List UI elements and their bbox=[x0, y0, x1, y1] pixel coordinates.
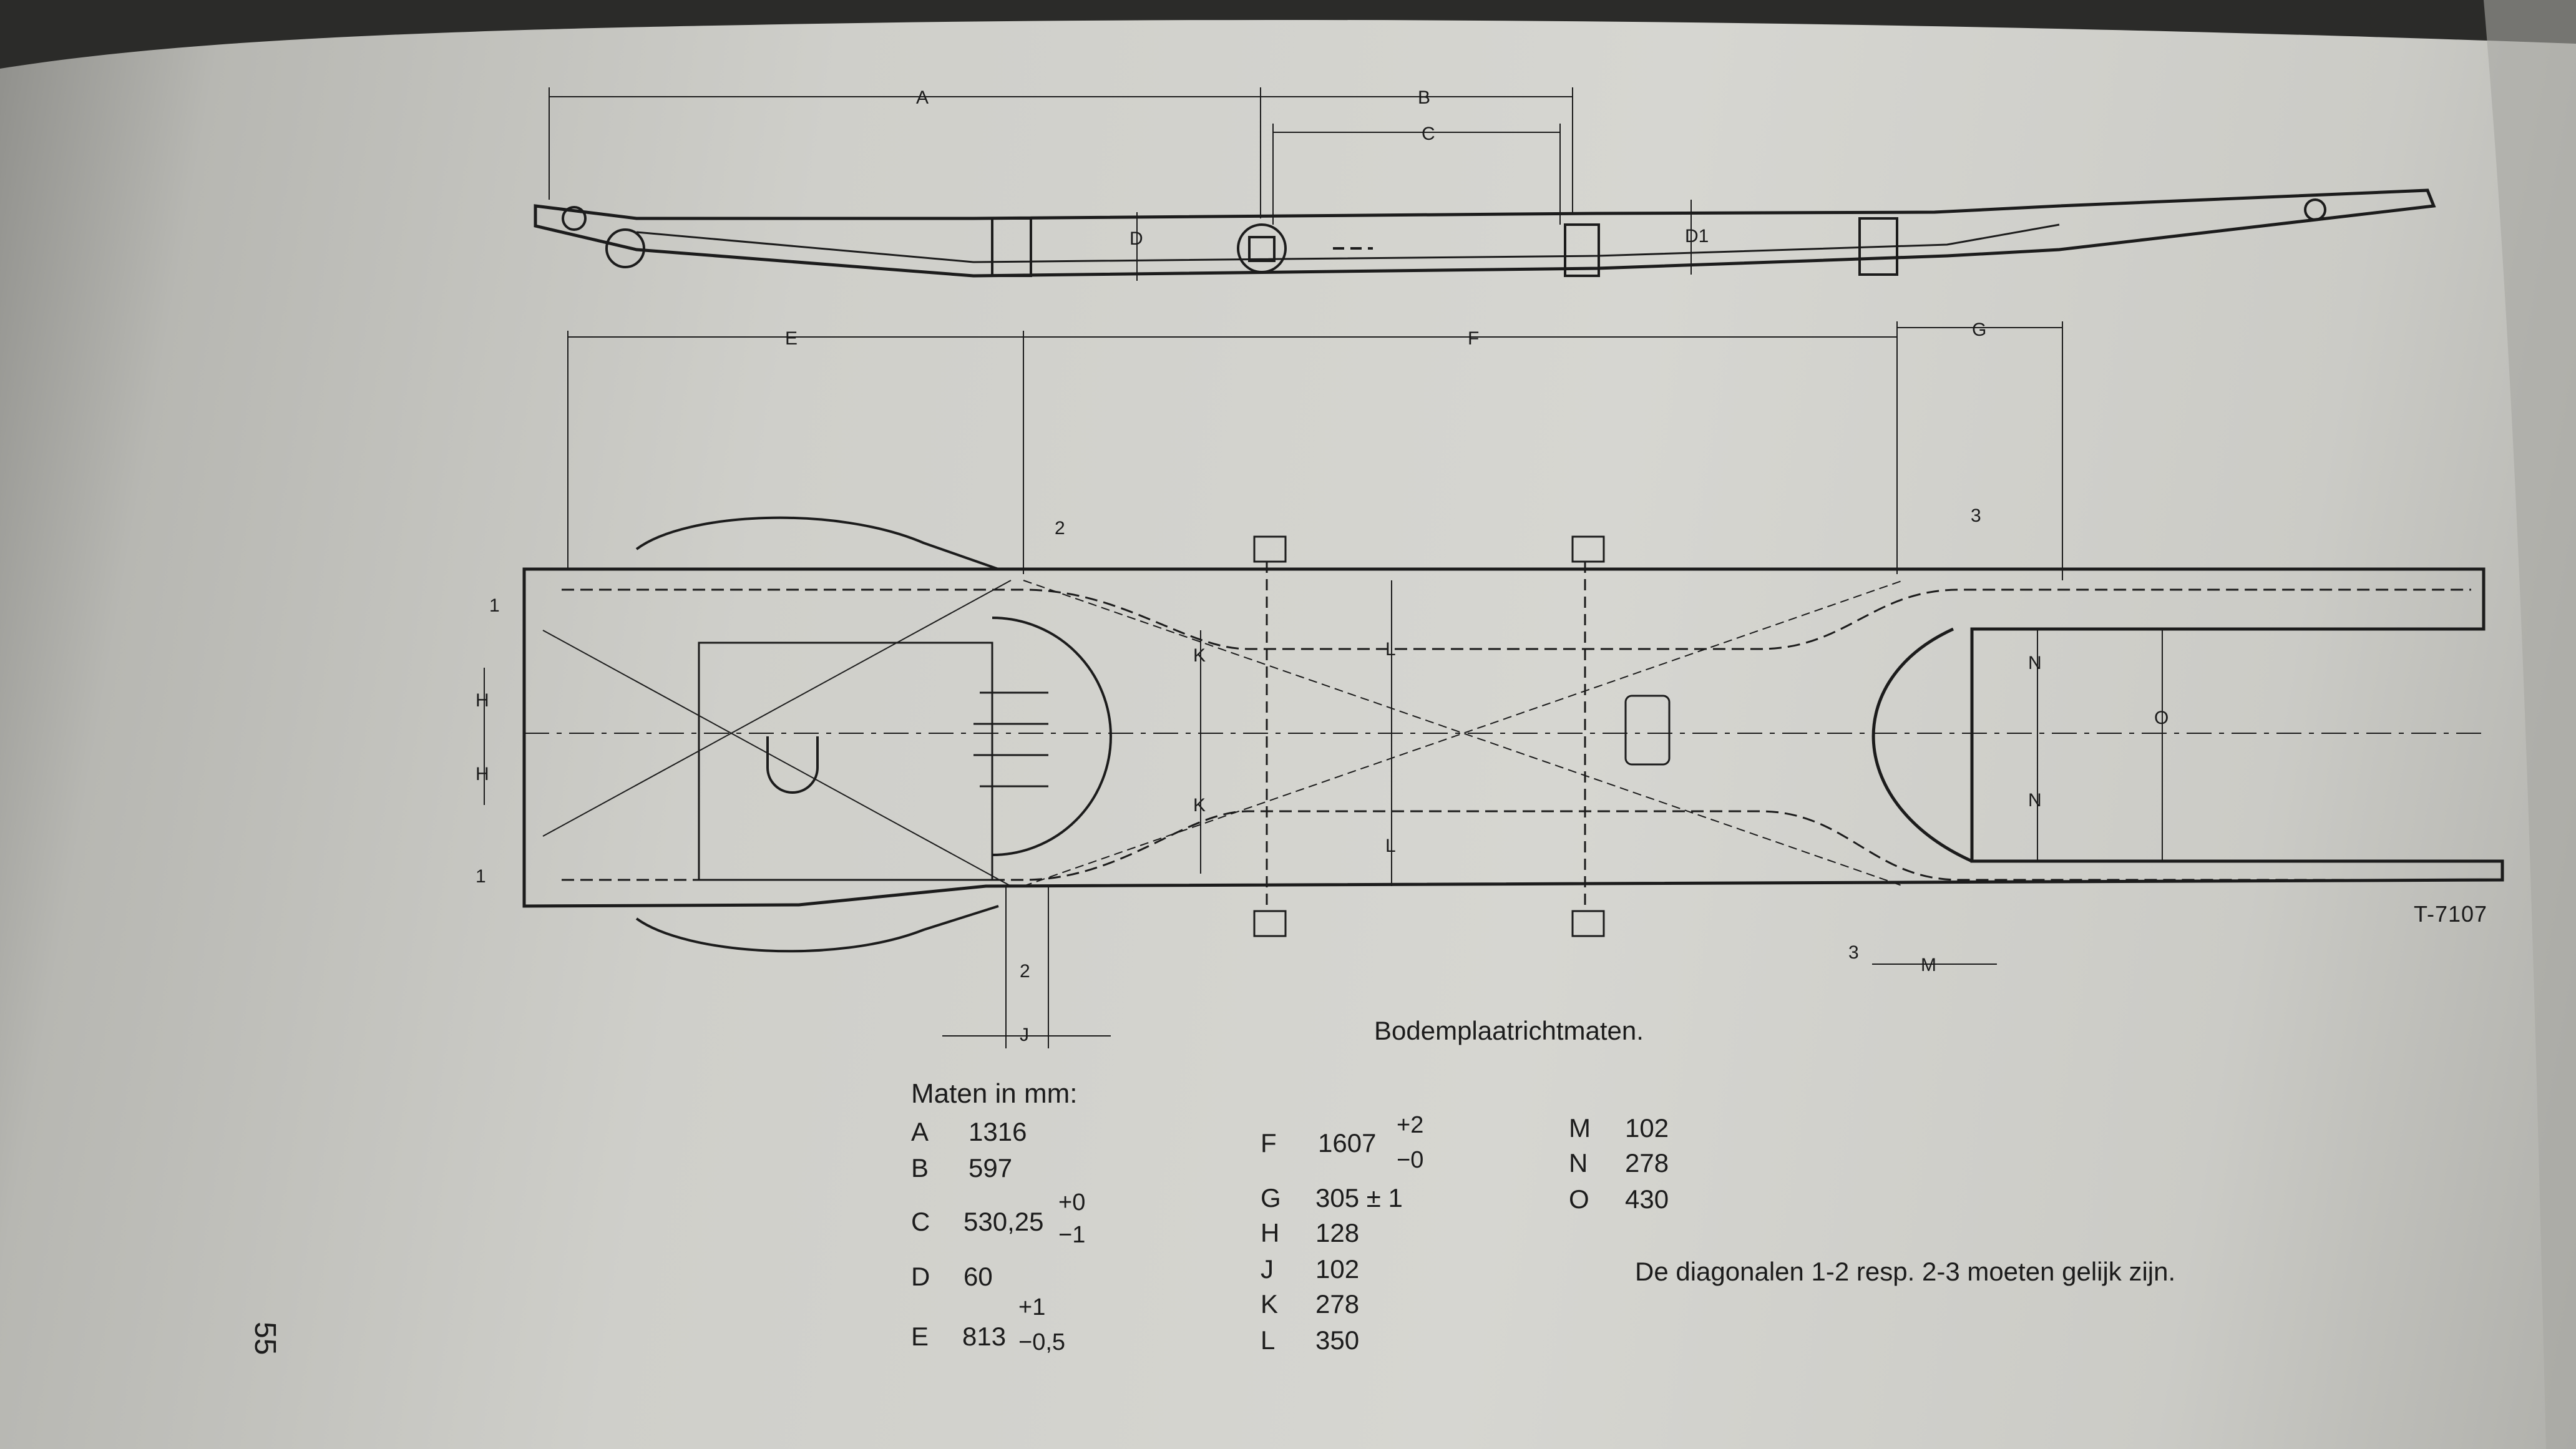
diagonals-note: De diagonalen 1-2 resp. 2-3 moeten gelij… bbox=[1635, 1257, 2176, 1286]
svg-text:G: G bbox=[1972, 320, 1986, 340]
svg-text:A: A bbox=[916, 87, 929, 108]
svg-text:C: C bbox=[1422, 124, 1435, 144]
figure-caption: Bodemplaatrichtmaten. bbox=[1374, 1016, 1644, 1045]
dim-label-e: E bbox=[911, 1322, 929, 1351]
dim-value-m: 102 bbox=[1625, 1113, 1669, 1143]
svg-text:N: N bbox=[2028, 653, 2042, 673]
dim-label-l: L bbox=[1261, 1325, 1276, 1355]
dim-value-a: 1316 bbox=[968, 1117, 1027, 1146]
dim-label-d: D bbox=[911, 1262, 930, 1291]
svg-text:O: O bbox=[2154, 708, 2169, 728]
dim-value-g: 305 ± 1 bbox=[1315, 1183, 1403, 1212]
dim-value-l: 350 bbox=[1315, 1325, 1360, 1355]
svg-text:J: J bbox=[1020, 1025, 1029, 1045]
svg-text:3: 3 bbox=[1848, 942, 1859, 963]
dim-label-c: C bbox=[911, 1207, 930, 1236]
dim-value-c: 530,25 bbox=[964, 1207, 1044, 1236]
dim-value-f: 1607 bbox=[1318, 1128, 1377, 1158]
figure-code: T-7107 bbox=[2414, 901, 2488, 927]
dim-value-n: 278 bbox=[1625, 1148, 1669, 1178]
units-label: Maten in mm: bbox=[911, 1078, 1078, 1109]
svg-text:L: L bbox=[1385, 836, 1396, 856]
svg-text:1: 1 bbox=[489, 595, 500, 616]
dim-tol-upper-c: +0 bbox=[1058, 1189, 1086, 1216]
dim-tol-lower-c: −1 bbox=[1058, 1222, 1086, 1248]
svg-text:K: K bbox=[1193, 795, 1206, 816]
plan-view bbox=[484, 321, 2504, 1048]
dim-label-f: F bbox=[1261, 1128, 1277, 1158]
svg-text:F: F bbox=[1468, 328, 1479, 349]
svg-text:3: 3 bbox=[1971, 505, 1981, 526]
dim-tol-lower-e: −0,5 bbox=[1018, 1329, 1066, 1355]
dim-label-m: M bbox=[1569, 1113, 1591, 1143]
dim-tol-upper-e: +1 bbox=[1018, 1294, 1046, 1320]
dim-value-k: 278 bbox=[1315, 1289, 1360, 1319]
svg-text:E: E bbox=[785, 328, 798, 349]
side-view bbox=[534, 87, 2436, 281]
dim-label-b: B bbox=[911, 1153, 929, 1183]
dim-label-j: J bbox=[1261, 1254, 1274, 1284]
dim-value-h: 128 bbox=[1315, 1218, 1360, 1247]
svg-text:H: H bbox=[476, 690, 489, 711]
svg-text:2: 2 bbox=[1055, 518, 1065, 539]
dim-label-o: O bbox=[1569, 1184, 1589, 1214]
svg-text:D: D bbox=[1129, 228, 1143, 249]
svg-text:D1: D1 bbox=[1685, 226, 1709, 246]
page-number: 55 bbox=[248, 1322, 281, 1355]
dim-tol-lower-f: −0 bbox=[1397, 1147, 1424, 1173]
svg-text:K: K bbox=[1193, 645, 1206, 666]
svg-text:2: 2 bbox=[1020, 961, 1030, 982]
dim-value-b: 597 bbox=[968, 1153, 1013, 1183]
dim-value-j: 102 bbox=[1315, 1254, 1360, 1284]
dim-label-g: G bbox=[1261, 1183, 1281, 1212]
dim-value-o: 430 bbox=[1625, 1184, 1669, 1214]
dim-value-e: 813 bbox=[962, 1322, 1007, 1351]
dim-label-a: A bbox=[911, 1117, 929, 1146]
dim-label-h: H bbox=[1261, 1218, 1280, 1247]
svg-text:N: N bbox=[2028, 790, 2042, 811]
svg-text:H: H bbox=[476, 764, 489, 784]
dim-value-d: 60 bbox=[964, 1262, 993, 1291]
dim-tol-upper-f: +2 bbox=[1397, 1112, 1424, 1138]
dim-label-k: K bbox=[1261, 1289, 1279, 1319]
svg-text:B: B bbox=[1418, 87, 1430, 108]
svg-text:M: M bbox=[1921, 955, 1936, 975]
svg-text:L: L bbox=[1385, 639, 1396, 660]
svg-text:1: 1 bbox=[476, 866, 486, 887]
dim-label-n: N bbox=[1569, 1148, 1588, 1178]
